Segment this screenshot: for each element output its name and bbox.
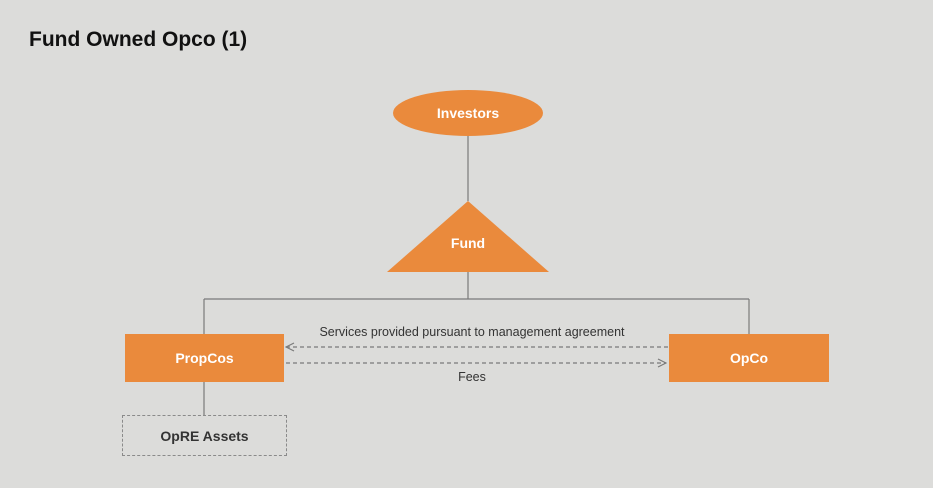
services-edge-label: Services provided pursuant to management… (319, 325, 625, 339)
propcos-node[interactable]: PropCos (125, 334, 284, 382)
fees-edge-label: Fees (458, 370, 486, 384)
opre-assets-node[interactable]: OpRE Assets (122, 415, 287, 456)
opco-node[interactable]: OpCo (669, 334, 829, 382)
fund-node[interactable]: Fund (450, 235, 486, 251)
page-title: Fund Owned Opco (1) (29, 28, 248, 51)
investors-node-shape[interactable] (393, 90, 543, 136)
fund-node-shape[interactable] (387, 201, 549, 272)
investors-node[interactable]: Investors (436, 105, 500, 121)
